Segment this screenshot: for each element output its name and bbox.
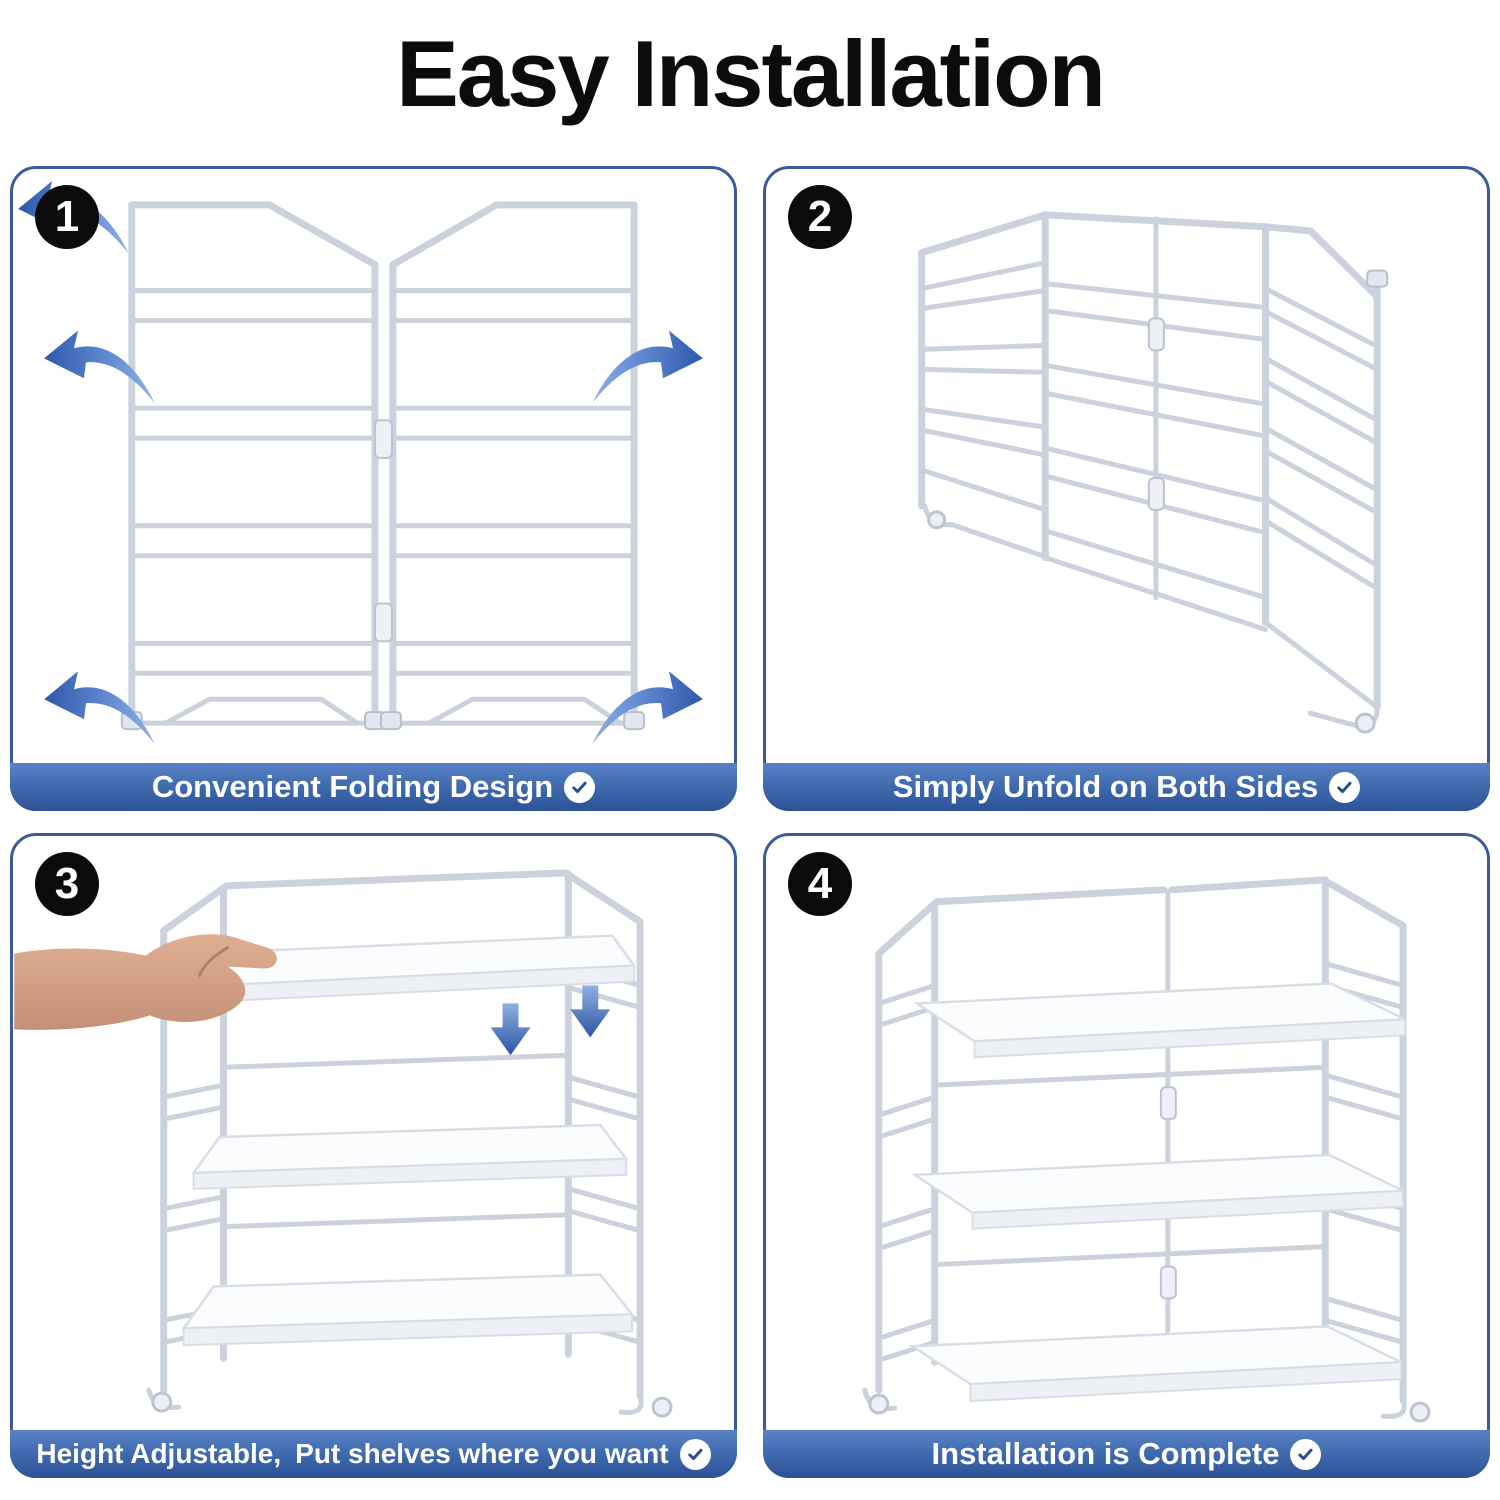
unfolded-rack-wireframe	[918, 211, 1389, 734]
step-number: 3	[54, 859, 80, 908]
step-badge-4: 4	[788, 852, 852, 916]
steps-grid: 1	[10, 166, 1490, 1478]
step-badge-2: 2	[788, 185, 852, 249]
folded-rack-graphic	[13, 169, 734, 762]
page-title: Easy Installation	[396, 21, 1106, 126]
step-number: 4	[807, 859, 833, 908]
check-circle-icon	[1329, 771, 1361, 803]
caption-bar-1: Convenient Folding Design	[10, 763, 737, 811]
step-panel-3: 3	[10, 833, 737, 1478]
step-badge-3: 3	[35, 852, 99, 916]
assembled-rack-graphic	[766, 836, 1487, 1429]
caption-text: Simply Unfold on Both Sides	[892, 769, 1319, 804]
down-arrow-icon	[490, 985, 611, 1056]
step-number: 2	[807, 192, 833, 241]
hand-graphic	[14, 934, 277, 1030]
hinge-clips	[1159, 1086, 1177, 1300]
step-badge-1: 1	[35, 185, 99, 249]
step-panel-2: 2	[763, 166, 1490, 811]
step-panel-1: 1	[10, 166, 737, 811]
check-circle-icon	[564, 771, 596, 803]
caption-bar-3: Height Adjustable, Put shelves where you…	[10, 1430, 737, 1478]
shelf-insertion-graphic	[13, 836, 734, 1429]
step-panel-4: 4	[763, 833, 1490, 1478]
caption-text: Convenient Folding Design	[151, 769, 554, 804]
caption-text: Height Adjustable, Put shelves where you…	[36, 1438, 669, 1469]
caption-text: Installation is Complete	[931, 1436, 1280, 1471]
unfolded-rack-graphic	[766, 169, 1487, 762]
caption-bar-2: Simply Unfold on Both Sides	[763, 763, 1490, 811]
check-circle-icon	[679, 1438, 711, 1470]
folded-rack-wireframe	[120, 201, 646, 731]
step-number: 1	[54, 192, 80, 241]
shelf-boards	[908, 982, 1407, 1403]
caption-bar-4: Installation is Complete	[763, 1430, 1490, 1478]
check-circle-icon	[1290, 1438, 1322, 1470]
